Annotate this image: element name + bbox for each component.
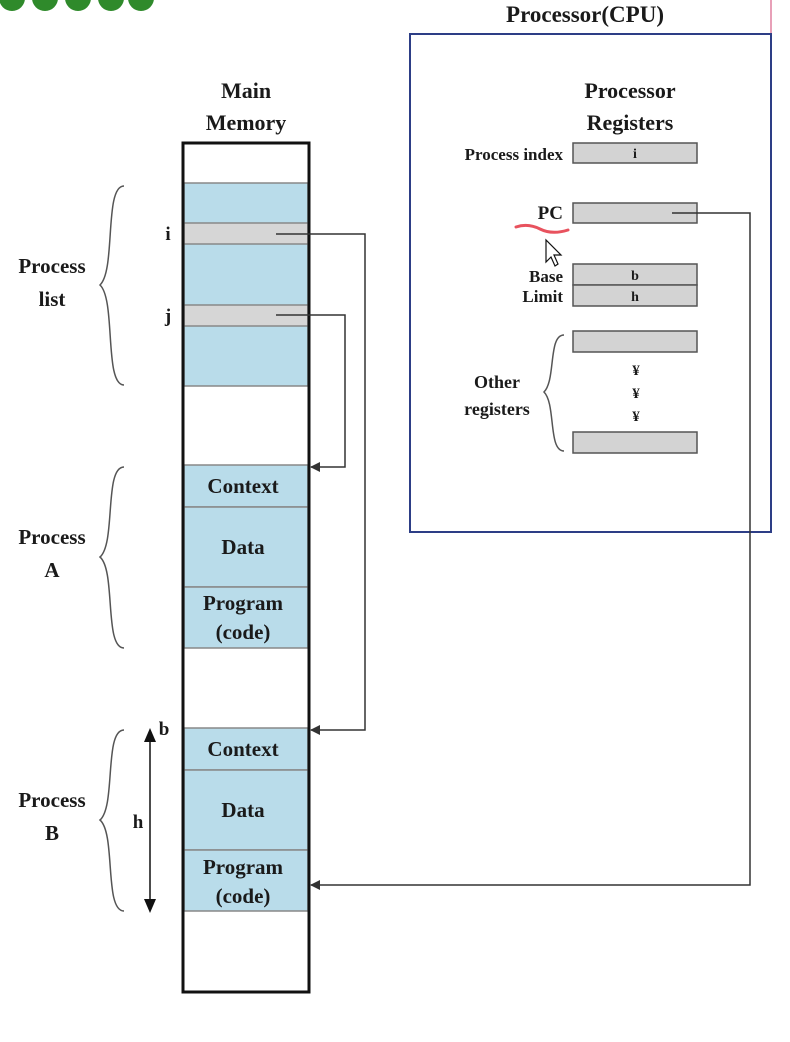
cpu-title: Processor(CPU) [506, 2, 664, 27]
process-index-value: i [633, 147, 637, 162]
limit-label: Limit [522, 287, 563, 306]
process-b-label-line-2: B [45, 821, 59, 845]
other-registers-label-line-1: Other [474, 372, 520, 392]
process-list-label-line-1: Process [18, 254, 85, 278]
pc-to-program-arrow [310, 212, 751, 890]
registers-heading-line-1: Processor [584, 78, 675, 103]
base-marker-label: b [159, 719, 170, 740]
pc-label: PC [538, 203, 563, 224]
process-list-label-line-2: list [39, 287, 66, 311]
pointer-j-label: j [164, 306, 171, 327]
process-index-label: Process index [465, 145, 564, 164]
green-logo-fragment [0, 0, 154, 11]
process-a-brace [98, 466, 125, 649]
other-register-top [572, 330, 698, 353]
process-b-program-label-line-1: Program [203, 855, 284, 879]
registers-heading-line-2: Registers [587, 110, 674, 135]
process-a-program-label-line-2: (code) [216, 620, 271, 644]
pointer-i-to-process-b-arrow [276, 233, 366, 735]
process-a-label-line-1: Process [18, 525, 85, 549]
limit-extent-arrow-up [144, 728, 156, 742]
pointer-j-to-process-a-arrow [276, 314, 346, 472]
base-label: Base [529, 267, 563, 286]
main-memory-heading-line-2: Memory [206, 110, 287, 135]
limit-register [572, 284, 698, 307]
process-b-label-line-1: Process [18, 788, 85, 812]
ellipsis-mark-3: ¥ [632, 409, 640, 425]
other-register-bottom [572, 431, 698, 454]
main-memory-frame [181, 141, 311, 994]
limit-extent-arrow-down [144, 899, 156, 913]
process-b-brace [98, 729, 125, 912]
process-b-data-label: Data [221, 798, 265, 822]
ellipsis-mark-2: ¥ [632, 386, 640, 402]
process-b-program-label-line-2: (code) [216, 884, 271, 908]
mouse-cursor-icon [545, 238, 563, 267]
main-memory-heading-line-1: Main [221, 78, 271, 103]
process-list-brace [98, 185, 125, 386]
limit-value: h [631, 290, 639, 305]
other-registers-label-line-2: registers [464, 399, 530, 419]
process-b-context-label: Context [207, 737, 278, 761]
process-a-data-label: Data [221, 535, 265, 559]
ellipsis-mark-1: ¥ [632, 363, 640, 379]
process-a-program-label-line-1: Program [203, 591, 284, 615]
limit-marker-label: h [133, 812, 144, 833]
process-a-context-label: Context [207, 474, 278, 498]
base-value: b [631, 269, 639, 284]
cpu-box [409, 33, 772, 533]
process-a-label-line-2: A [44, 558, 60, 582]
process-list-region [183, 182, 309, 387]
pc-highlight-annotation [514, 223, 570, 234]
pointer-i-label: i [165, 224, 170, 245]
process-index-register [572, 142, 698, 164]
other-registers-brace [542, 334, 565, 452]
